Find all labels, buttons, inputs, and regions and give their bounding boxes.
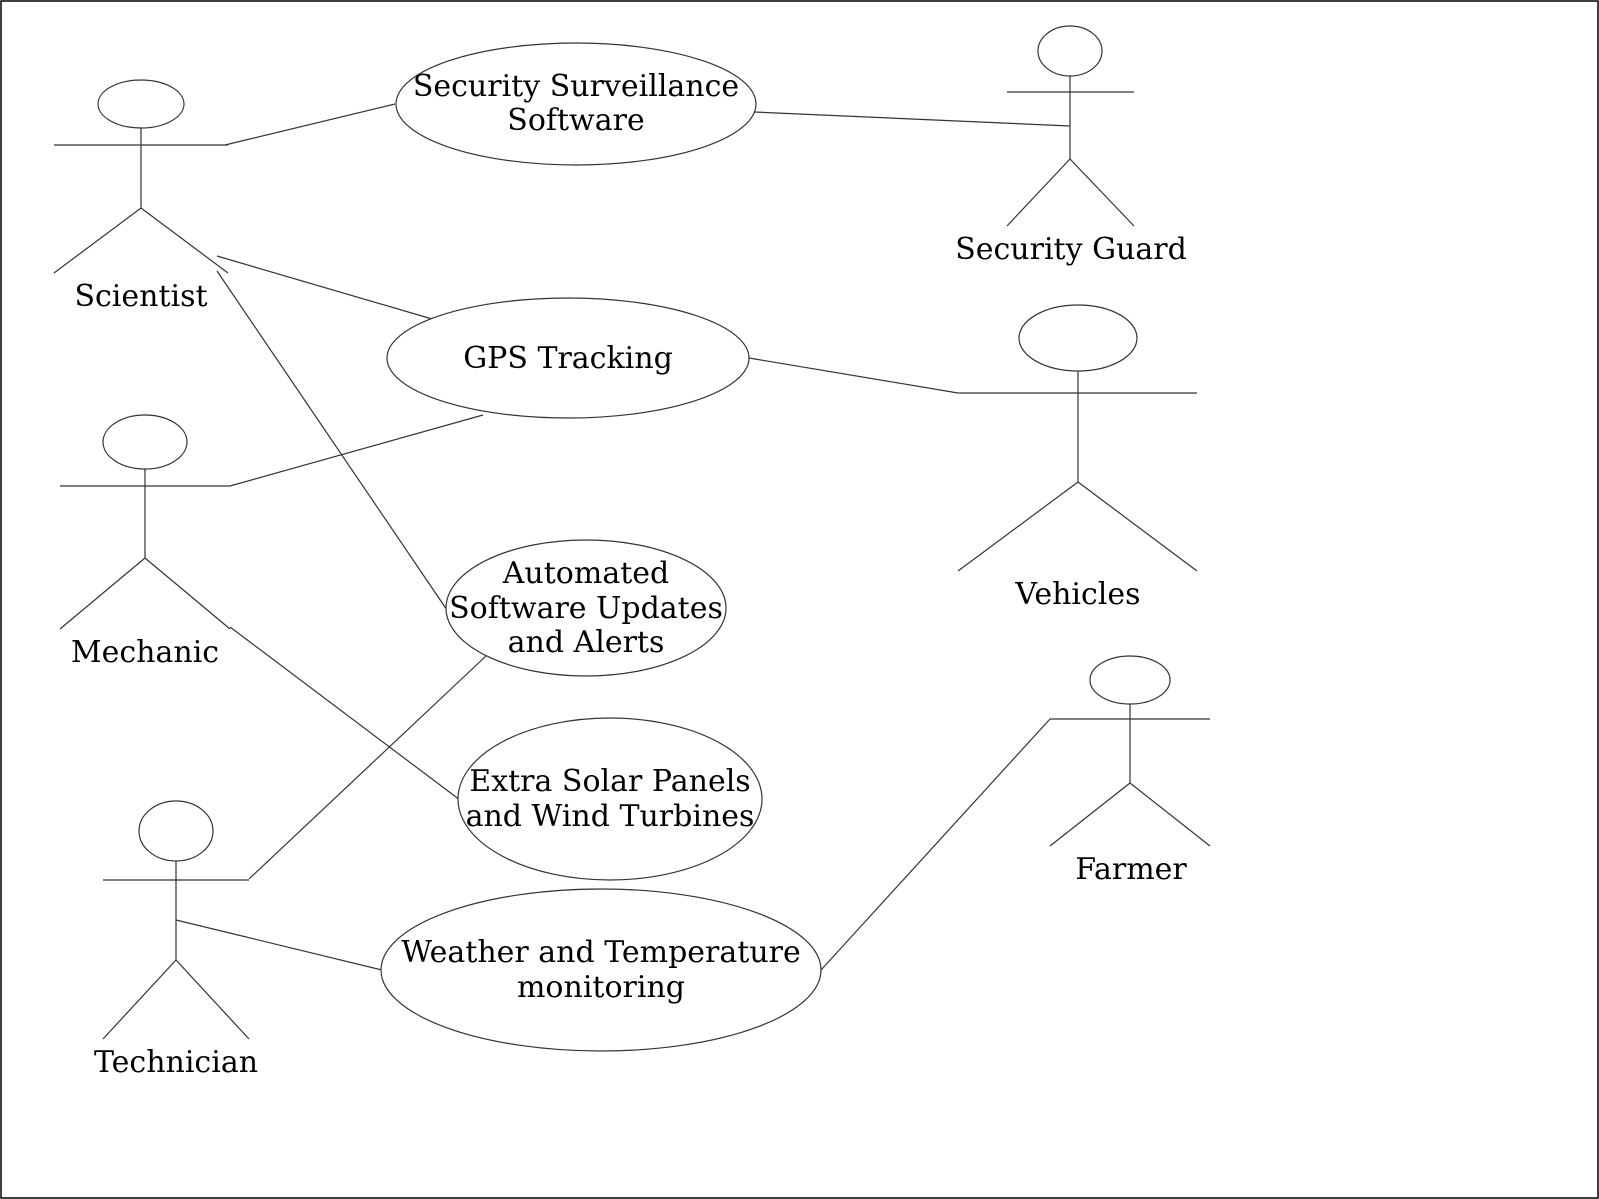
association-technician-automated-updates (248, 655, 487, 880)
actor-technician[interactable]: Technician (94, 800, 258, 1080)
use-case-gps-tracking[interactable]: GPS Tracking (386, 297, 750, 419)
use-case-ellipse (380, 888, 822, 1052)
actor-farmer[interactable]: Farmer (1049, 655, 1211, 887)
use-case-ellipse (457, 717, 763, 881)
association-scientist-security-surveillance (224, 103, 396, 146)
use-case-label-line: Security Surveillance (413, 69, 739, 104)
actor-label: Technician (94, 1045, 258, 1080)
association-security-guard-security-surveillance (753, 111, 1071, 127)
use-case-ellipse (395, 42, 757, 166)
association-vehicles-gps-tracking (748, 357, 959, 394)
use-case-label-line: monitoring (517, 970, 685, 1005)
actor-mechanic[interactable]: Mechanic (59, 414, 231, 670)
use-case-label-line: GPS Tracking (463, 341, 673, 376)
stick-figure-icon (102, 800, 250, 1040)
actor-label: Scientist (74, 279, 207, 314)
use-case-label-line: and Alerts (508, 625, 665, 660)
use-case-weather-monitoring[interactable]: Weather and Temperature monitoring (380, 888, 822, 1052)
use-case-solar-wind[interactable]: Extra Solar Panels and Wind Turbines (457, 717, 763, 881)
actor-label: Mechanic (71, 635, 219, 670)
actor-security-guard[interactable]: Security Guard (955, 25, 1187, 267)
stick-figure-icon (53, 79, 229, 274)
use-case-ellipse (386, 297, 750, 419)
stick-figure-icon (957, 304, 1198, 572)
stick-figure-icon (59, 414, 231, 630)
actor-label: Farmer (1075, 852, 1187, 887)
use-case-label-line: Software (507, 103, 644, 138)
use-case-security-surveillance[interactable]: Security Surveillance Software (395, 42, 757, 166)
association-scientist-gps-tracking (216, 255, 433, 320)
association-mechanic-gps-tracking (229, 414, 484, 487)
actor-label: Security Guard (955, 232, 1187, 267)
use-case-ellipse (445, 539, 727, 677)
actor-vehicles[interactable]: Vehicles (957, 304, 1198, 612)
association-scientist-automated-updates (216, 270, 448, 611)
use-case-label-line: Software Updates (449, 591, 723, 626)
use-case-label-line: Weather and Temperature (401, 935, 801, 970)
actor-scientist[interactable]: Scientist (53, 79, 229, 314)
use-case-label-line: and Wind Turbines (466, 799, 755, 834)
association-farmer-weather-monitoring (820, 718, 1051, 971)
association-lines (175, 103, 1071, 971)
use-case-label-line: Automated (502, 556, 669, 591)
use-case-label-line: Extra Solar Panels (469, 764, 750, 799)
use-case-automated-updates[interactable]: Automated Software Updates and Alerts (445, 539, 727, 677)
association-mechanic-solar-wind (229, 626, 461, 801)
stick-figure-icon (1006, 25, 1135, 227)
association-technician-weather-monitoring (175, 919, 383, 971)
actor-label: Vehicles (1014, 577, 1140, 612)
stick-figure-icon (1049, 655, 1211, 847)
